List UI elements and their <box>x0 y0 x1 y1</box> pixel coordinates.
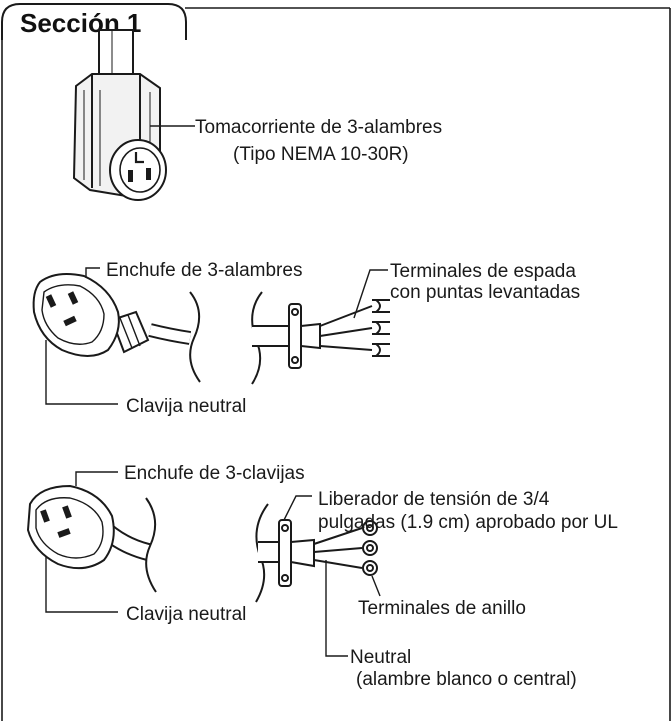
three-wire-cord-end <box>252 303 373 369</box>
ring-terminals-leader <box>371 575 381 597</box>
spade-terminals-leader <box>353 269 388 319</box>
receptacle-label: Tomacorriente de 3-alambres <box>195 117 442 138</box>
neutral-wire-label: Neutral <box>350 647 411 668</box>
three-wire-plug-label: Enchufe de 3-alambres <box>106 260 302 281</box>
three-prong-neutral-leader <box>45 556 118 613</box>
spade-terminals-label: Terminales de espada <box>390 261 576 282</box>
receptacle-illustration <box>72 29 167 201</box>
strain-relief-label: Liberador de tensión de 3/4 <box>318 489 550 510</box>
neutral-wire-label-2: (alambre blanco o central) <box>356 669 577 690</box>
three-wire-neutral-leader <box>45 340 118 405</box>
strain-relief-label-2: pulgadas (1.9 cm) aprobado por UL <box>318 512 618 533</box>
three-prong-plug-leader <box>75 471 118 486</box>
section-frame <box>1 7 671 721</box>
ring-terminals-label: Terminales de anillo <box>358 598 526 619</box>
three-prong-neutral-label: Clavija neutral <box>126 604 246 625</box>
receptacle-type-label: (Tipo NEMA 10-30R) <box>233 144 409 165</box>
three-wire-plug-leader <box>85 267 100 278</box>
section-tab: Sección 1 <box>1 3 187 40</box>
three-wire-plug-illustration <box>32 273 192 357</box>
strain-relief-leader <box>283 495 312 521</box>
three-prong-break-marks <box>145 497 269 603</box>
neutral-wire-leader <box>325 560 348 657</box>
spade-terminals-label-2: con puntas levantadas <box>390 282 580 303</box>
three-wire-break-marks <box>189 291 263 385</box>
three-prong-plug-label: Enchufe de 3-clavijas <box>124 463 305 484</box>
three-wire-neutral-label: Clavija neutral <box>126 396 246 417</box>
three-prong-cord-end <box>258 519 363 587</box>
spade-terminals <box>372 299 390 357</box>
three-prong-plug-illustration <box>26 484 151 570</box>
ring-terminals <box>362 520 378 576</box>
